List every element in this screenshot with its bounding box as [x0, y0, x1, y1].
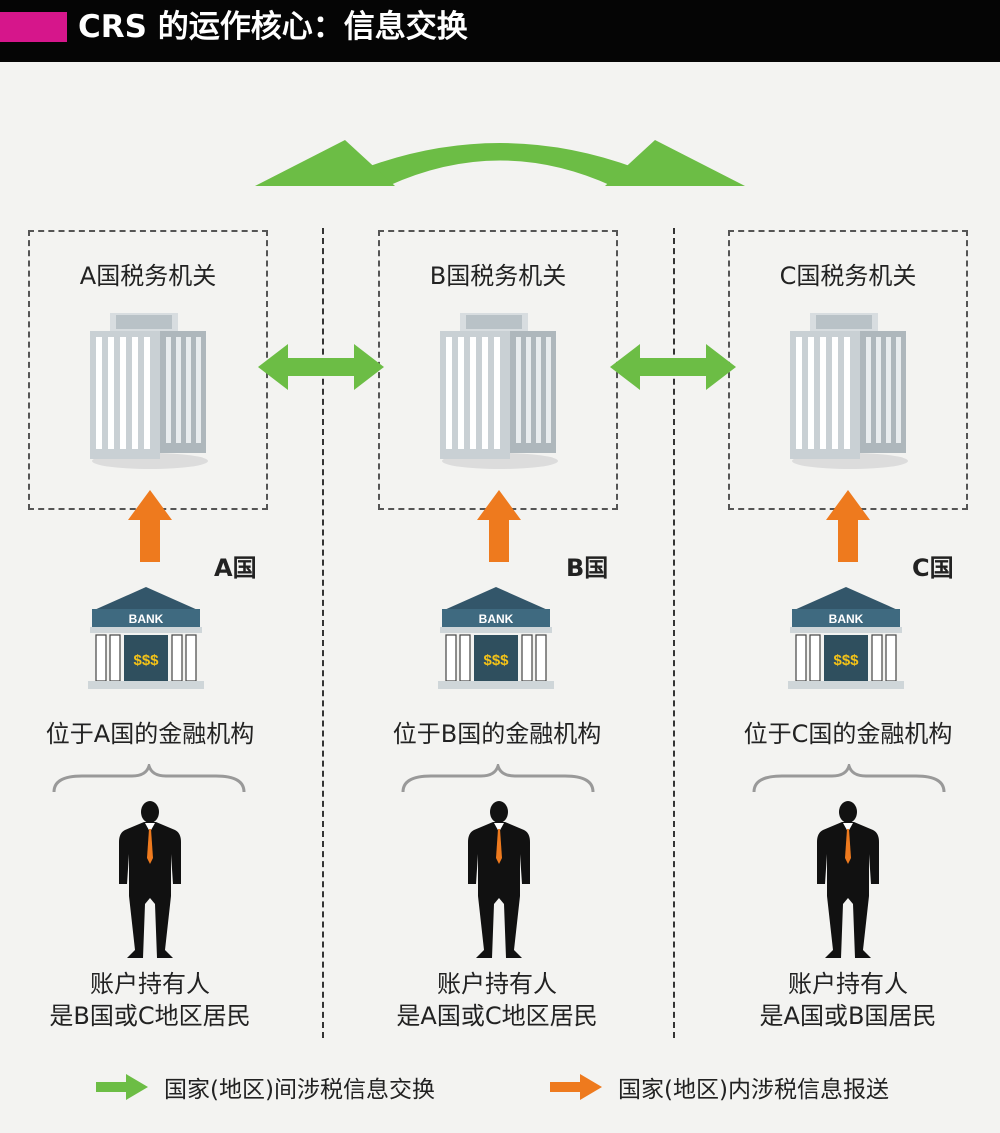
holder-line1: 账户持有人 — [788, 970, 908, 998]
orange-up-arrow — [477, 490, 521, 562]
column-divider — [322, 228, 324, 1038]
legend-orange-label: 国家(地区)内涉税信息报送 — [618, 1077, 889, 1103]
holder-text-b: 账户持有人 是A国或C地区居民 — [347, 968, 647, 1032]
holder-line1: 账户持有人 — [90, 970, 210, 998]
holder-text-c: 账户持有人 是A国或B国居民 — [698, 968, 998, 1032]
legend-orange: 国家(地区)内涉税信息报送 — [550, 1068, 970, 1104]
holder-line2: 是B国或C地区居民 — [49, 1002, 251, 1030]
holder-line1: 账户持有人 — [437, 970, 557, 998]
brace — [401, 764, 595, 793]
bank-icon: BANK $$$ — [788, 587, 904, 689]
country-label-b: B国 — [566, 554, 609, 582]
column-divider — [673, 228, 675, 1038]
green-double-arrow-bc — [610, 344, 736, 390]
legend-green: 国家(地区)间涉税信息交换 — [96, 1068, 496, 1104]
bank-money: $$$ — [483, 652, 509, 669]
institution-label-a: 位于A国的金融机构 — [45, 720, 255, 748]
building-icon — [790, 313, 908, 469]
page-title: CRS 的运作核心：信息交换 — [78, 9, 468, 45]
orange-up-arrow — [826, 490, 870, 562]
person-icon — [119, 801, 181, 958]
building-icon — [90, 313, 208, 469]
brace — [52, 764, 246, 793]
institution-label-c: 位于C国的金融机构 — [743, 720, 953, 748]
header-bar: CRS 的运作核心：信息交换 — [0, 0, 1000, 62]
country-label-a: A国 — [214, 554, 257, 582]
authority-label-a: A国税务机关 — [79, 262, 217, 290]
bank-icon: BANK $$$ — [88, 587, 204, 689]
authority-label-b: B国税务机关 — [429, 262, 567, 290]
bank-sign: BANK — [129, 612, 164, 626]
exchange-arc-arrow — [255, 140, 745, 186]
person-icon — [468, 801, 530, 958]
accent-bar — [0, 12, 67, 42]
institution-label-b: 位于B国的金融机构 — [392, 720, 602, 748]
holder-line2: 是A国或B国居民 — [759, 1002, 937, 1030]
building-icon — [440, 313, 558, 469]
bank-money: $$$ — [133, 652, 159, 669]
brace — [752, 764, 946, 793]
country-label-c: C国 — [912, 554, 954, 582]
bank-sign: BANK — [829, 612, 864, 626]
authority-label-c: C国税务机关 — [779, 262, 917, 290]
person-icon — [817, 801, 879, 958]
bank-icon: BANK $$$ — [438, 587, 554, 689]
holder-text-a: 账户持有人 是B国或C地区居民 — [0, 968, 300, 1032]
holder-line2: 是A国或C地区居民 — [396, 1002, 598, 1030]
legend-green-label: 国家(地区)间涉税信息交换 — [164, 1077, 435, 1103]
orange-arrow-icon — [550, 1074, 602, 1100]
green-arrow-icon — [96, 1074, 148, 1100]
bank-sign: BANK — [479, 612, 514, 626]
orange-up-arrow — [128, 490, 172, 562]
bank-money: $$$ — [833, 652, 859, 669]
green-double-arrow-ab — [258, 344, 384, 390]
